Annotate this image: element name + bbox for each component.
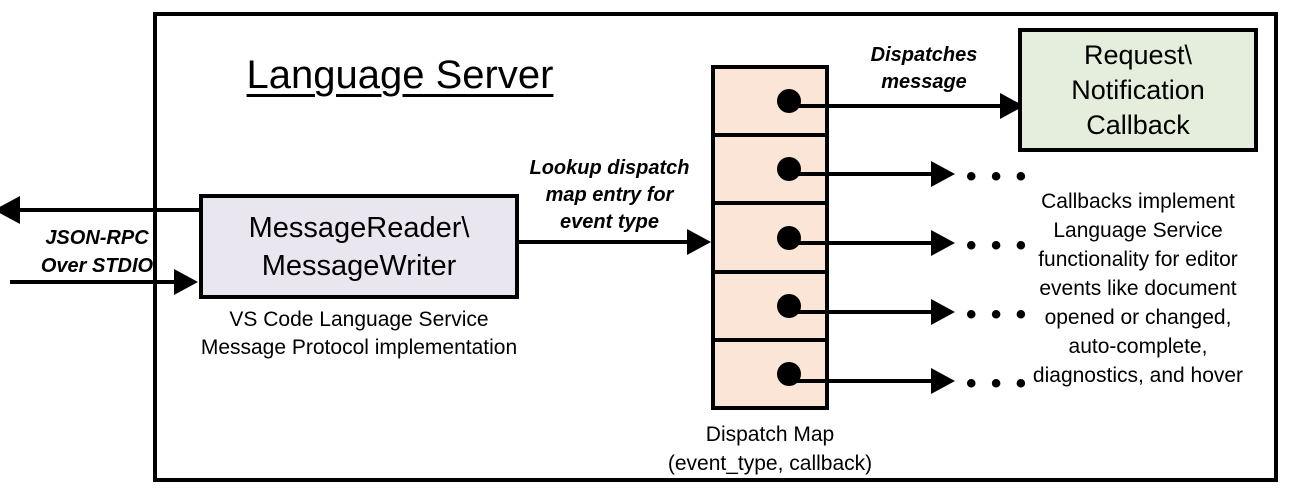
dispatch-label-line2: message [881,71,967,93]
message-reader-writer-box[interactable]: MessageReader\ MessageWriter [199,194,519,299]
callback-box-line2: Notification [1071,74,1205,105]
dispatch-arrow-line-5 [785,379,937,383]
stdio-transport-label: JSON-RPC Over STDIO [27,224,167,280]
stdio-label-line2: Over STDIO [40,255,154,277]
dispatch-arrow-head-4 [931,299,955,325]
reader-caption-line2: Message Protocol implementation [200,336,518,359]
lookup-flow-line [519,240,691,244]
outbound-stdio-arrowhead [0,196,20,224]
callback-pointer-dot-icon [777,293,801,318]
dispatch-map-table[interactable] [711,65,829,410]
reader-caption-line1: VS Code Language Service [229,308,489,331]
reader-box-line2: MessageWriter [261,249,457,282]
dispatch-arrow-line-3 [785,241,937,245]
dispatch-map-row[interactable] [715,342,825,406]
inbound-stdio-arrowhead [174,269,198,295]
dispatch-map-row[interactable] [715,205,825,274]
callback-pointer-dot-icon [777,225,801,250]
callback-caption-line2: Language Service [1053,219,1223,242]
dispatch-arrow-line-1 [785,104,1010,108]
lookup-label-line3: event type [560,211,659,233]
inbound-stdio-line [10,280,186,284]
dispatch-map-row[interactable] [715,69,825,138]
lookup-label-line2: map entry for [545,184,674,206]
dispatch-message-label: Dispatches message [834,42,1014,96]
request-notification-callback-box[interactable]: Request\ Notification Callback [1018,28,1258,152]
dispatch-map-row[interactable] [715,137,825,206]
ellipsis-3: • • • [966,229,1030,262]
dispatch-label-line1: Dispatches [870,44,978,66]
callback-caption-line5: opened or changed, [1044,306,1232,329]
ellipsis-4: • • • [966,298,1030,331]
lookup-flow-label: Lookup dispatch map entry for event type [512,155,707,236]
dispatch-arrow-head-2 [931,161,955,187]
message-reader-caption: VS Code Language Service Message Protoco… [189,306,529,362]
dispatch-caption-line2: (event_type, callback) [667,452,873,475]
callback-caption-line3: functionality for editor [1038,248,1238,271]
dispatch-arrow-head-3 [931,230,955,256]
callback-pointer-dot-icon [777,157,801,182]
callback-caption-line4: events like document [1039,277,1237,300]
reader-box-line1: MessageReader\ [248,211,470,244]
dispatch-arrow-line-4 [785,310,937,314]
ellipsis-5: • • • [966,367,1030,400]
ellipsis-2: • • • [966,160,1030,193]
dispatch-arrow-line-2 [785,172,937,176]
callback-caption-line1: Callbacks implement [1041,190,1235,213]
language-server-boundary [153,12,1278,482]
dispatch-caption-line1: Dispatch Map [705,423,835,446]
callback-description: Callbacks implement Language Service fun… [1006,187,1270,390]
callback-pointer-dot-icon [777,89,801,114]
page-title: Language Server [246,53,554,97]
stdio-label-line1: JSON-RPC [45,227,149,249]
callback-caption-line7: diagnostics, and hover [1032,364,1244,387]
outbound-stdio-line [18,208,202,212]
lookup-flow-arrowhead [687,229,711,255]
callback-box-line1: Request\ [1083,39,1193,70]
dispatch-map-caption: Dispatch Map (event_type, callback) [640,420,900,478]
callback-caption-line6: auto-complete, [1068,335,1208,358]
callback-box-line3: Callback [1086,109,1190,140]
dispatch-arrow-head-5 [931,368,955,394]
lookup-label-line1: Lookup dispatch [529,157,690,179]
dispatch-map-row[interactable] [715,274,825,342]
